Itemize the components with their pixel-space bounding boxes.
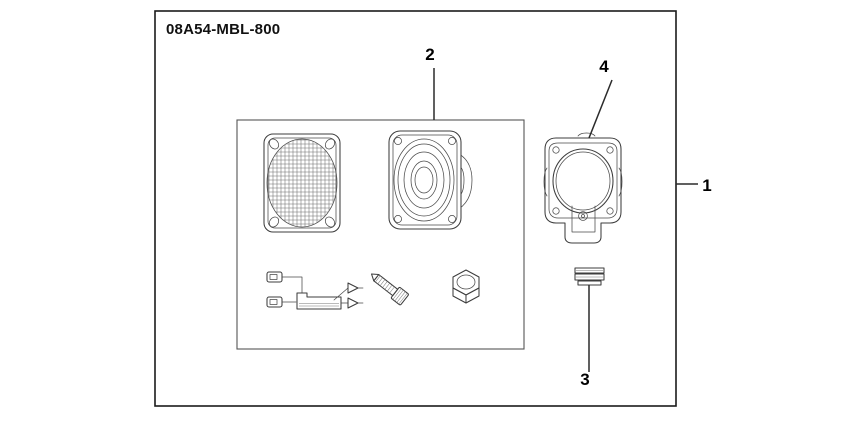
- harness-wire-upper: [281, 276, 303, 294]
- grille-frame: [263, 133, 341, 233]
- speaker-surround-outer: [393, 138, 455, 222]
- callout-3-label: 3: [580, 370, 589, 389]
- speaker-basket-inner: [392, 134, 458, 226]
- bracket-flange-left: [543, 167, 548, 197]
- bracket-screw-hole-bottom-right: [606, 207, 614, 215]
- harness-connector-lower-pin: [269, 299, 278, 305]
- screw-tip: [370, 273, 380, 282]
- outer-kit-frame: [154, 10, 677, 407]
- grille-tab-top-left: [268, 138, 280, 150]
- hex-nut: [452, 269, 480, 304]
- bracket-screw-hole-bottom-left: [552, 207, 560, 215]
- bracket-tongue-hole: [578, 211, 588, 221]
- speaker-surround-inner: [397, 143, 451, 217]
- callout-4-label: 4: [599, 57, 609, 76]
- harness-junction-body: [296, 292, 342, 310]
- speaker-screw-hole-top-right: [448, 137, 456, 145]
- callout-4-leader: [588, 79, 613, 139]
- part-number-label: 08A54-MBL-800: [166, 21, 280, 38]
- callout-2-label: 2: [425, 45, 434, 64]
- bracket-cutout-inner: [555, 151, 611, 211]
- speaker-screw-hole-bottom-right: [448, 215, 456, 223]
- bracket-plate: [544, 137, 622, 244]
- grille-frame-inner: [267, 137, 337, 229]
- spacer-washer-stack: [574, 267, 605, 286]
- speaker-cone-outer: [403, 151, 445, 209]
- bracket-tongue: [571, 205, 596, 233]
- callout-1-label: 1: [702, 176, 711, 195]
- spacer-washer-bottom: [577, 280, 602, 286]
- bracket-plate-rim: [548, 142, 618, 219]
- bracket-tongue-hole-center: [581, 214, 585, 218]
- kit-contents-box: [236, 119, 525, 350]
- bracket-screw-hole-top-right: [606, 146, 614, 154]
- harness-connector-lower: [266, 296, 283, 308]
- grille-mesh-boundary: [266, 138, 338, 228]
- speaker-screw-hole-bottom-left: [394, 215, 402, 223]
- speaker-magnet-bulge: [454, 151, 473, 212]
- harness-lead-upper: [333, 287, 349, 301]
- hex-nut-bore: [456, 274, 476, 290]
- speaker-cone-inner: [410, 160, 438, 200]
- grille-tab-bottom-left: [268, 216, 280, 228]
- grille-mesh: [267, 139, 337, 227]
- speaker-bracket: [543, 132, 623, 244]
- speaker-driver: [388, 130, 473, 230]
- wiring-harness: [266, 271, 364, 310]
- speaker-grille: [263, 133, 341, 233]
- bracket-flange-right: [618, 167, 623, 197]
- mounting-screw: [370, 273, 409, 306]
- grille-tab-top-right: [324, 138, 336, 150]
- harness-connector-upper-pin: [269, 274, 278, 280]
- bracket-screw-hole-top-left: [552, 146, 560, 154]
- speaker-screw-hole-top-left: [394, 137, 402, 145]
- harness-terminal-lower: [347, 297, 359, 309]
- speaker-dust-cap: [414, 166, 434, 194]
- harness-terminal-upper: [347, 282, 359, 294]
- screw-shank: [373, 274, 399, 297]
- bracket-top-nub: [577, 132, 596, 137]
- harness-connector-upper: [266, 271, 283, 283]
- grille-tab-bottom-right: [324, 216, 336, 228]
- bracket-cutout: [552, 148, 614, 214]
